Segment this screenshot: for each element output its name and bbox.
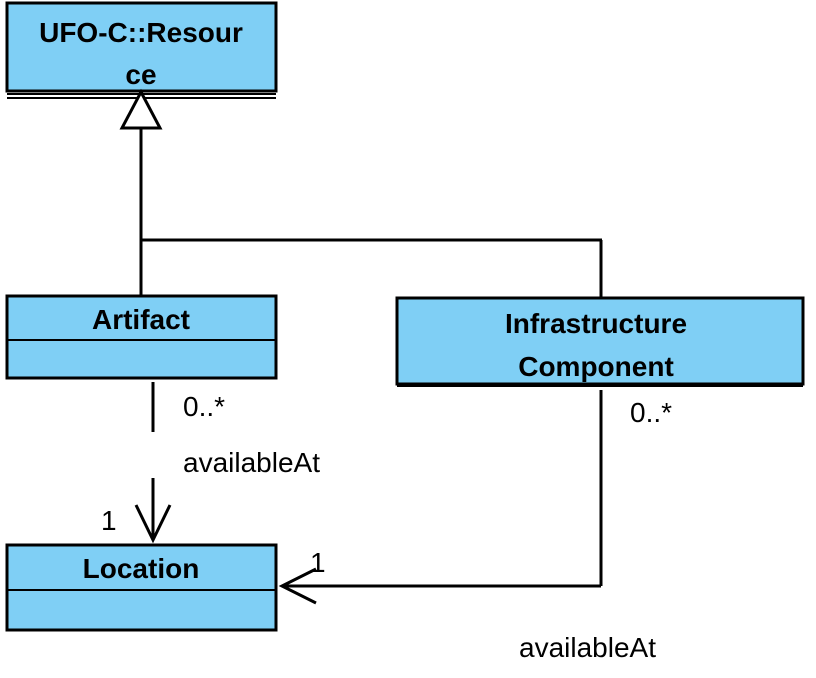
generalization	[119, 88, 603, 298]
class-artifact-name: Artifact	[92, 304, 190, 335]
class-infrastructure-box	[395, 296, 805, 386]
class-infrastructure-name-line2: Component	[518, 351, 674, 382]
class-resource-name-line2: ce	[125, 59, 156, 90]
class-resource-box	[5, 1, 278, 93]
association-infrastructure-location[interactable]: 0..* 1 availableAt	[278, 390, 672, 663]
association-artifact-location-arrowhead	[134, 504, 172, 544]
association-infrastructure-location-label: availableAt	[519, 632, 656, 663]
class-resource[interactable]: UFO-C::Resour ce	[5, 1, 278, 99]
class-location[interactable]: Location	[5, 543, 278, 632]
class-infrastructure-component[interactable]: Infrastructure Component	[395, 296, 805, 387]
class-artifact-box	[5, 294, 278, 380]
association-artifact-location[interactable]: 0..* availableAt 1	[101, 382, 320, 544]
class-resource-name-line1: UFO-C::Resour	[39, 17, 243, 48]
class-infrastructure-name-line1: Infrastructure	[505, 308, 687, 339]
class-artifact[interactable]: Artifact	[5, 294, 278, 380]
association-artifact-location-label: availableAt	[183, 447, 320, 478]
association-infrastructure-location-source-multiplicity: 0..*	[630, 397, 672, 428]
association-infrastructure-location-arrowhead	[278, 567, 317, 605]
association-infrastructure-location-target-multiplicity: 1	[310, 547, 326, 578]
association-artifact-location-target-multiplicity: 1	[101, 505, 117, 536]
class-location-name: Location	[83, 553, 200, 584]
class-location-box	[5, 543, 278, 632]
association-artifact-location-source-multiplicity: 0..*	[183, 391, 225, 422]
